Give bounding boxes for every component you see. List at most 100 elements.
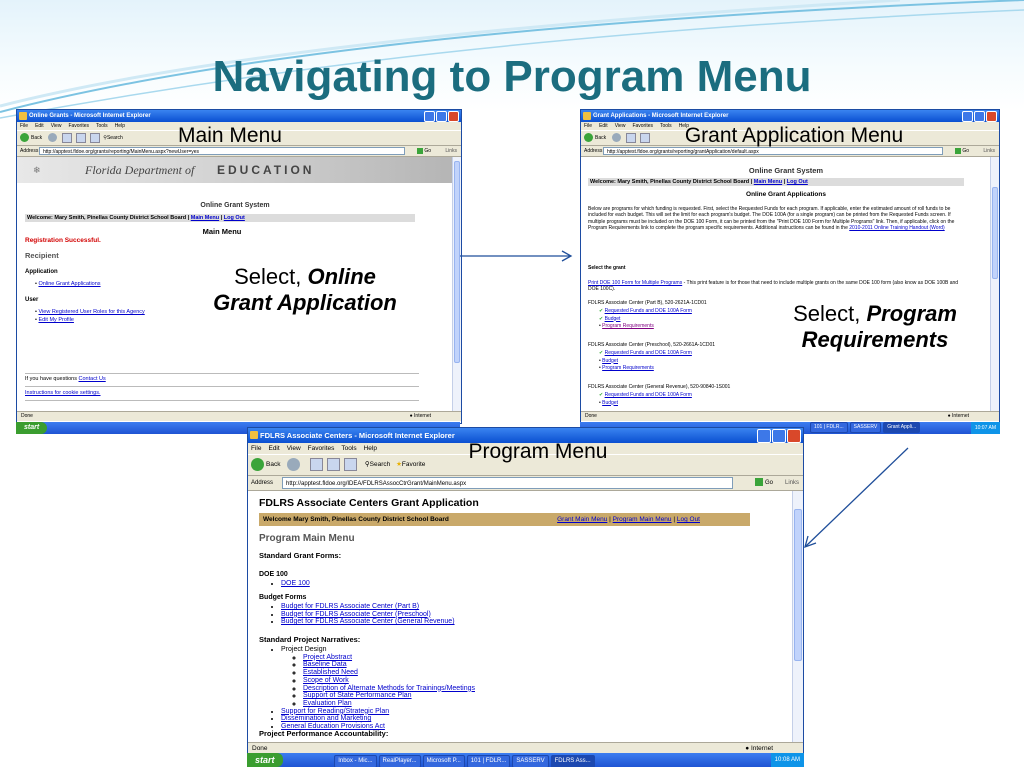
minimize-button[interactable]	[424, 111, 435, 122]
go-button[interactable]: Go	[416, 146, 431, 156]
menu-help[interactable]: Help	[114, 123, 125, 129]
address-input[interactable]: http://apptest.fldoe.org/grants/reportin…	[39, 147, 405, 155]
stop-icon[interactable]	[310, 457, 324, 471]
requested-funds-link[interactable]: Requested Funds and DOE 100A Form	[604, 308, 692, 314]
requested-funds-link[interactable]: Requested Funds and DOE 100A Form	[604, 350, 692, 356]
go-button[interactable]: Go	[755, 476, 773, 490]
task-sasserv[interactable]: SASSERV	[512, 754, 549, 767]
program-main-menu-link[interactable]: Program Main Menu	[612, 516, 672, 523]
minimize-button[interactable]	[962, 111, 973, 122]
menu-file[interactable]: File	[251, 445, 262, 452]
maximize-button[interactable]	[974, 111, 985, 122]
address-input[interactable]: http://apptest.fldoe.org/grants/reportin…	[603, 147, 943, 155]
logout-link[interactable]: Log Out	[786, 179, 808, 185]
search-label[interactable]: Search	[106, 135, 123, 141]
start-button[interactable]: start	[16, 422, 48, 434]
task-grant-applications[interactable]: Grant Appli...	[883, 422, 921, 434]
task-sasserv[interactable]: SASSERV	[849, 422, 882, 434]
home-icon[interactable]	[89, 132, 100, 143]
vertical-scrollbar[interactable]	[792, 491, 803, 742]
back-icon[interactable]	[20, 133, 29, 143]
reading-strategic-plan-link[interactable]: Support for Reading/Strategic Plan	[281, 707, 390, 715]
links-button[interactable]: Links	[784, 480, 799, 486]
minimize-button[interactable]	[757, 429, 771, 443]
task-realplayer[interactable]: RealPlayer...	[378, 754, 421, 767]
view-user-roles-link[interactable]: View Registered User Roles for this Agen…	[38, 309, 145, 315]
menu-edit[interactable]: Edit	[268, 445, 280, 452]
gepa-link[interactable]: General Education Provisions Act	[281, 723, 385, 731]
main-menu-link[interactable]: Main Menu	[190, 215, 220, 221]
refresh-icon[interactable]	[639, 132, 650, 143]
menu-file[interactable]: File	[20, 123, 29, 129]
back-label[interactable]: Back	[266, 461, 281, 468]
evaluation-plan-link[interactable]: Evaluation Plan	[303, 699, 352, 707]
contact-us-link[interactable]: Contact Us	[78, 376, 106, 382]
close-button[interactable]	[448, 111, 459, 122]
back-icon[interactable]	[251, 457, 264, 471]
budget-preschool-link[interactable]: Budget for FDLRS Associate Center (Presc…	[281, 610, 431, 618]
refresh-icon[interactable]	[75, 132, 86, 143]
forward-icon[interactable]	[47, 133, 57, 143]
established-need-link[interactable]: Established Need	[303, 669, 358, 677]
links-button[interactable]: Links	[983, 148, 995, 154]
back-label[interactable]: Back	[595, 135, 607, 141]
stop-icon[interactable]	[61, 132, 72, 143]
budget-link[interactable]: Budget	[602, 399, 618, 406]
program-requirements-link[interactable]: Program Requirements	[602, 365, 654, 371]
close-button[interactable]	[986, 111, 997, 122]
requested-funds-link[interactable]: Requested Funds and DOE 100A Form	[604, 392, 692, 398]
menu-favorites[interactable]: Favorites	[632, 123, 653, 129]
maximize-button[interactable]	[772, 429, 786, 443]
program-requirements-link[interactable]: Program Requirements	[602, 323, 654, 329]
main-menu-link[interactable]: Main Menu	[753, 179, 783, 185]
search-icon[interactable]: ⚲	[103, 135, 107, 141]
menu-favorites[interactable]: Favorites	[68, 123, 89, 129]
menu-tools[interactable]: Tools	[341, 445, 357, 452]
task-fdlrs[interactable]: 101 | FDLR...	[466, 754, 511, 767]
forward-icon[interactable]	[611, 133, 621, 143]
cookie-instructions-link[interactable]: Instructions for cookie settings.	[25, 390, 101, 396]
refresh-icon[interactable]	[327, 457, 341, 471]
vertical-scrollbar[interactable]	[452, 157, 461, 411]
budget-general-revenue-link[interactable]: Budget for FDLRS Associate Center (Gener…	[281, 618, 455, 626]
search-icon[interactable]: ⚲	[364, 461, 370, 468]
menu-tools[interactable]: Tools	[660, 123, 672, 129]
alternate-methods-link[interactable]: Description of Alternate Methods for Tra…	[303, 684, 475, 692]
logout-link[interactable]: Log Out	[676, 516, 700, 523]
favorites-icon[interactable]: ★	[396, 461, 402, 468]
menu-view[interactable]: View	[50, 123, 62, 129]
start-button[interactable]: start	[247, 753, 283, 767]
search-label[interactable]: Search	[369, 461, 391, 468]
forward-icon[interactable]	[287, 457, 301, 471]
menu-help[interactable]: Help	[678, 123, 689, 129]
budget-link[interactable]: Budget	[604, 315, 621, 322]
doe100-link[interactable]: DOE 100	[281, 580, 310, 587]
back-icon[interactable]	[584, 133, 593, 143]
menu-file[interactable]: File	[584, 123, 593, 129]
menu-view[interactable]: View	[286, 445, 301, 452]
favorites-label[interactable]: Favorite	[401, 461, 426, 468]
vertical-scrollbar[interactable]	[990, 157, 999, 411]
state-performance-plan-link[interactable]: Support of State Performance Plan	[303, 692, 412, 700]
grant-main-menu-link[interactable]: Grant Main Menu	[557, 516, 608, 523]
task-fdlrs[interactable]: 101 | FDLR...	[810, 422, 848, 434]
menu-help[interactable]: Help	[363, 445, 377, 452]
menu-view[interactable]: View	[614, 123, 626, 129]
menu-favorites[interactable]: Favorites	[307, 445, 335, 452]
dissemination-marketing-link[interactable]: Dissemination and Marketing	[281, 715, 372, 723]
menu-edit[interactable]: Edit	[599, 123, 608, 129]
links-button[interactable]: Links	[445, 148, 457, 154]
budget-part-b-link[interactable]: Budget for FDLRS Associate Center (Part …	[281, 603, 420, 610]
handout-link[interactable]: 2010-2011 Online Training Handout (Word)	[849, 224, 945, 231]
task-powerpoint[interactable]: Microsoft P...	[422, 754, 465, 767]
address-input[interactable]: http://apptest.fldoe.org/IDEA/FDLRSAssoc…	[282, 477, 733, 489]
print-doe100-link[interactable]: Print DOE 100 Form for Multiple Programs	[588, 280, 683, 286]
scope-of-work-link[interactable]: Scope of Work	[303, 676, 349, 684]
menu-edit[interactable]: Edit	[35, 123, 44, 129]
baseline-data-link[interactable]: Baseline Data	[303, 661, 347, 669]
go-button[interactable]: Go	[954, 146, 969, 156]
budget-link[interactable]: Budget	[602, 357, 618, 364]
maximize-button[interactable]	[436, 111, 447, 122]
logout-link[interactable]: Log Out	[223, 215, 245, 221]
online-grant-applications-link[interactable]: Online Grant Applications	[38, 281, 101, 287]
